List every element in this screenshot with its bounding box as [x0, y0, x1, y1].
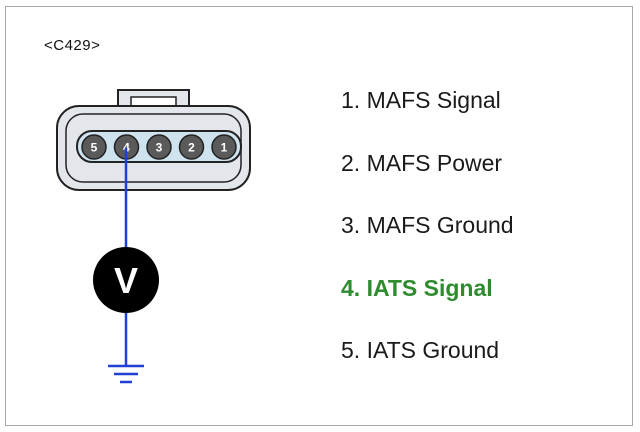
voltmeter-icon: V: [93, 247, 159, 313]
pin-description-list: 1. MAFS Signal 2. MAFS Power 3. MAFS Gro…: [341, 80, 514, 393]
voltmeter-symbol: V: [114, 260, 138, 301]
pin-description-2: 2. MAFS Power: [341, 149, 503, 176]
connector-pin-3: 3: [146, 134, 172, 160]
connector-pin-label: 4: [123, 141, 130, 155]
connector-pin-label: 3: [156, 141, 163, 155]
connector-pin-label: 2: [188, 141, 195, 155]
pin-description-3: 3. MAFS Ground: [341, 212, 514, 238]
diagram-frame: [5, 6, 633, 426]
connector-pin-label: 1: [221, 141, 228, 155]
connector-pin-2: 2: [178, 134, 205, 160]
pin-description-1: 1. MAFS Signal: [341, 87, 501, 113]
ground-icon: [108, 364, 144, 384]
connector-pin-label: 5: [91, 141, 98, 155]
pin-description-4: 4. IATS Signal: [341, 274, 493, 301]
pin-description-5: 5. IATS Ground: [341, 337, 500, 363]
connector-pin-4: 4: [113, 134, 140, 160]
connector-pin-5: 5: [81, 134, 107, 160]
connector-pins: 5 4 3 2 1: [81, 134, 237, 160]
connector-pin-1: 1: [211, 134, 237, 160]
connector-id-label: <C429>: [44, 37, 101, 54]
